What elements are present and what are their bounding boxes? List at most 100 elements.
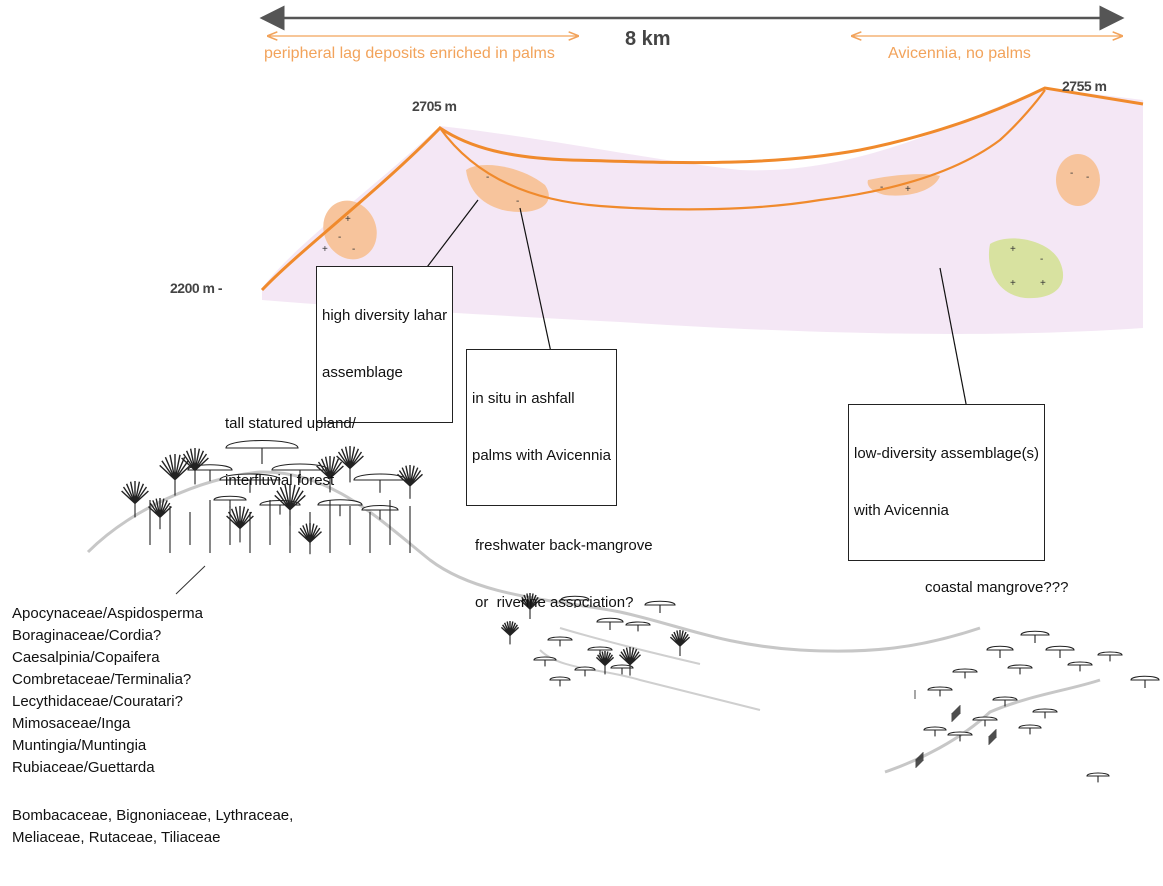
elevation-middle: 2705 m	[412, 98, 457, 114]
palm-sketch	[316, 456, 344, 479]
tree-crown	[1130, 675, 1160, 681]
low-diversity-box: low-diversity assemblage(s) with Avicenn…	[848, 404, 1046, 561]
lens-middle	[466, 165, 549, 212]
taxa-item: Muntingia/Muntingia	[12, 737, 147, 754]
back-mangrove-trees	[500, 593, 691, 687]
lens-marks: +-+- -- -+ -- +++-	[322, 168, 1089, 289]
ashfall-box-line-1: in situ in ashfall	[472, 390, 575, 407]
tree-crown	[1045, 645, 1075, 651]
tree-crown	[574, 666, 596, 671]
tree-crown	[927, 686, 953, 691]
svg-text:-: -	[516, 196, 519, 207]
taxa-item: Rubiaceae/Guettarda	[12, 759, 155, 776]
tree-crown	[587, 646, 613, 651]
lahar-box-line-1: high diversity lahar	[322, 307, 448, 324]
svg-text:+: +	[1010, 244, 1016, 255]
svg-text:-: -	[1040, 254, 1043, 265]
svg-text:-: -	[880, 182, 883, 193]
other-families: Bombacaceae, Bignoniaceae, Lythraceae, M…	[12, 805, 293, 849]
coastal-mangrove-label: coastal mangrove???	[925, 579, 1069, 596]
svg-text:+: +	[1040, 278, 1046, 289]
svg-text:+: +	[322, 244, 328, 255]
palm-sketch	[226, 506, 254, 529]
upland-label-line-2: interfluvial forest	[225, 472, 335, 489]
tree-crown	[610, 664, 634, 669]
stratigraphic-section	[262, 88, 1143, 334]
svg-text:+: +	[1010, 278, 1016, 289]
other-families-line: Bombacaceae, Bignoniaceae, Lythraceae,	[12, 807, 294, 824]
palm-sketch	[181, 448, 209, 471]
tree-crown	[992, 696, 1018, 701]
taxa-item: Boraginaceae/Cordia?	[12, 627, 162, 644]
tree-crown	[219, 473, 281, 481]
low-diversity-box-line-1: low-diversity assemblage(s)	[854, 445, 1040, 462]
coastal-profile	[884, 678, 1101, 774]
elevation-right: 2755 m	[1062, 78, 1107, 94]
tree-crown	[1018, 724, 1042, 729]
svg-text:-: -	[338, 232, 341, 243]
coastal-mangrove-trees	[914, 630, 1160, 783]
svg-text:-: -	[486, 172, 489, 183]
other-families-line: Meliaceae, Rutaceae, Tiliaceae	[12, 829, 221, 846]
lower-surface-line	[439, 89, 1046, 211]
tree-crown	[986, 645, 1014, 651]
left-zone-label: peripheral lag deposits enriched in palm…	[264, 45, 555, 62]
ashfall-box-line-2: palms with Avicennia	[472, 447, 611, 464]
svg-text:+: +	[905, 184, 911, 195]
tree-crown	[596, 617, 624, 623]
tree-crown	[1007, 664, 1033, 669]
taxa-item: Caesalpinia/Copaifera	[12, 649, 160, 666]
upland-forest	[121, 439, 423, 555]
elevation-left: 2200 m -	[170, 280, 223, 296]
tree-crown	[317, 499, 363, 506]
low-diversity-box-line-2: with Avicennia	[854, 502, 949, 519]
distance-label: 8 km	[625, 28, 671, 50]
upland-label: tall statured upland/ interfluvial fores…	[225, 376, 356, 528]
tree-crown	[533, 656, 557, 661]
lens-right-b	[1056, 154, 1100, 206]
taxa-item: Lecythidaceae/Couratari?	[12, 693, 183, 710]
tree-crown	[547, 636, 573, 641]
river-line-b	[559, 627, 701, 665]
tree-crown	[1097, 651, 1123, 656]
palm-sketch	[595, 651, 615, 666]
lens-green	[988, 238, 1064, 299]
svg-text:-: -	[352, 244, 355, 255]
svg-text:-: -	[1086, 172, 1089, 183]
back-mangrove-label-line-2: or riverine association?	[475, 594, 634, 611]
taxa-list: Apocynaceae/Aspidosperma Boraginaceae/Co…	[12, 603, 203, 779]
tree-crown	[923, 726, 947, 731]
tree-crown	[952, 668, 978, 673]
lahar-box: high diversity lahar assemblage	[316, 266, 454, 423]
tree-crown	[625, 621, 651, 626]
tree-crown	[549, 676, 571, 681]
lens-left	[323, 200, 377, 260]
back-mangrove-label: freshwater back-mangrove or riverine ass…	[475, 498, 653, 650]
palm-sketch	[336, 446, 364, 469]
tree-crown	[1086, 772, 1110, 777]
palm-sketch	[619, 647, 641, 666]
palm-sketch	[159, 454, 191, 481]
taxa-item: Apocynaceae/Aspidosperma	[12, 605, 203, 622]
svg-text:-: -	[1070, 168, 1073, 179]
tree-crown	[1020, 630, 1050, 636]
taxa-item: Combretaceae/Terminalia?	[12, 671, 192, 688]
tree-crown	[213, 495, 247, 501]
palm-sketch	[519, 593, 541, 610]
tree-crown	[972, 716, 998, 721]
palm-sketch	[121, 481, 149, 504]
tree-crown	[644, 600, 676, 606]
back-mangrove-label-line-1: freshwater back-mangrove	[475, 537, 653, 554]
right-zone-label: Avicennia, no palms	[888, 45, 1031, 62]
svg-text:+: +	[345, 214, 351, 225]
taxa-item: Mimosaceae/Inga	[12, 715, 131, 732]
upper-surface-line	[260, 86, 1144, 292]
tree-crown	[361, 504, 399, 511]
tree-crown	[560, 595, 590, 601]
tree-crown	[947, 731, 973, 736]
palm-sketch	[500, 621, 520, 636]
palm-sketch	[669, 630, 691, 647]
taxa-leader-line	[175, 565, 206, 595]
